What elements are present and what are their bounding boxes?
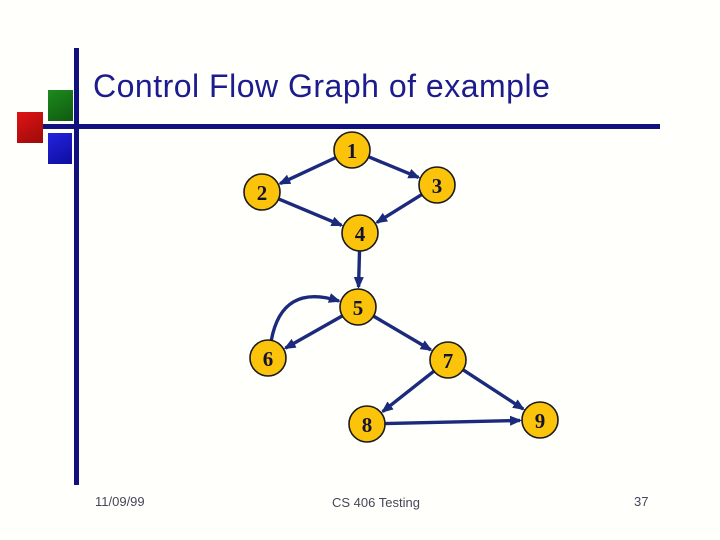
node-8-circle [348,405,386,443]
slide-title: Control Flow Graph of example [93,68,551,104]
edge-8-9 [384,415,523,426]
node-6-label: 6 [263,347,274,371]
node-1-circle [333,131,371,169]
edge-3-4 [375,193,423,224]
node-1-label: 1 [347,139,358,163]
red-square-decor [17,112,43,143]
node-4-label: 4 [355,222,366,246]
node-5-label: 5 [353,296,364,320]
node-3-circle [418,166,456,204]
node-5-circle [339,288,377,326]
node-4-circle [341,214,379,252]
edge-1-3 [367,155,421,179]
footer-date: 11/09/99 [95,494,145,509]
edge-2-4 [277,197,344,227]
node-2-circle [243,173,281,211]
blue-square-decor [48,133,72,164]
node-7-circle [429,341,467,379]
node-7: 7 [429,341,467,379]
edge-5-7 [372,314,433,352]
node-8: 8 [348,405,386,443]
node-3: 3 [418,166,456,204]
node-5: 5 [339,288,377,326]
node-2: 2 [243,173,281,211]
node-6-circle [249,339,287,377]
node-1: 1 [333,131,371,169]
edge-1-2 [278,156,337,186]
node-4: 4 [341,214,379,252]
edge-6-5-back [269,293,341,341]
edge-7-9 [462,368,525,411]
edge-4-5 [353,250,364,290]
footer-page-number: 37 [634,494,649,509]
green-square-decor [48,90,73,121]
node-9-circle [521,401,559,439]
vertical-rule [74,48,79,485]
node-9: 9 [521,401,559,439]
node-9-label: 9 [535,409,546,433]
node-2-label: 2 [257,181,268,205]
node-3-label: 3 [432,174,443,198]
node-6: 6 [249,339,287,377]
horizontal-rule [43,124,660,129]
edge-5-6 [283,314,344,350]
edge-7-8 [381,369,435,413]
node-7-label: 7 [443,349,454,373]
node-8-label: 8 [362,413,373,437]
footer-course: CS 406 Testing [332,495,420,510]
